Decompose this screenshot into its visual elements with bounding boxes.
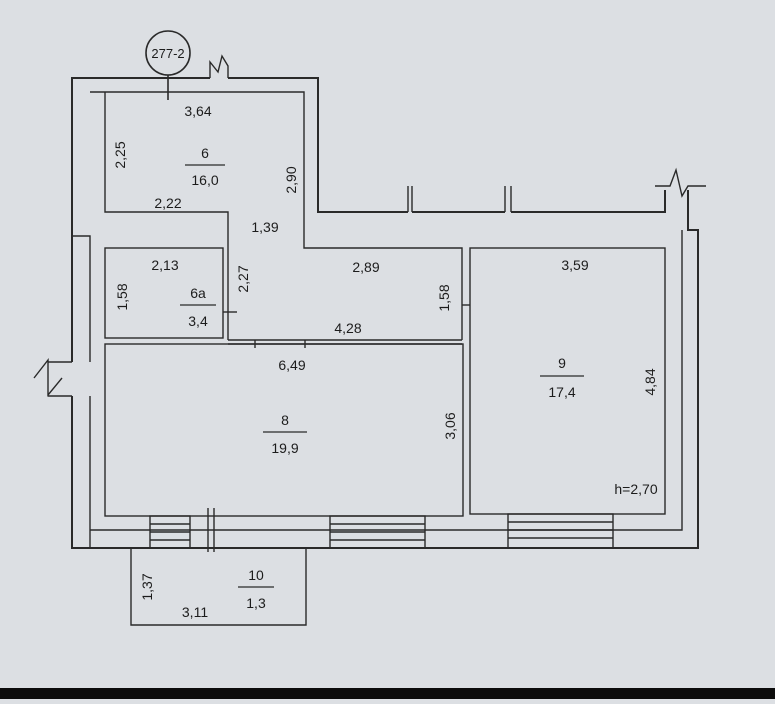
dim-r6-left: 2,25: [112, 141, 128, 168]
windows: [149, 508, 614, 552]
bottom-edge: [0, 688, 775, 699]
dim-r6a-top: 2,13: [151, 257, 178, 273]
dim-r6-bottom: 2,22: [154, 195, 181, 211]
room-6-area: 16,0: [191, 172, 218, 188]
dim-r10-bottom: 3,11: [182, 604, 208, 620]
ceiling-height: h=2,70: [614, 481, 657, 497]
dim-r6-right: 2,90: [283, 166, 299, 193]
dim-hall-height: 2,27: [235, 265, 251, 292]
room-6: [104, 92, 463, 340]
room-6a: [104, 247, 237, 339]
dim-r10-left: 1,37: [139, 573, 155, 600]
room-10: [130, 548, 307, 626]
room-6a-area: 3,4: [188, 313, 208, 329]
dim-r6-top: 3,64: [184, 103, 211, 119]
room-labels: 6 16,0 6a 3,4 8 19,9 9 17,4 10 1,3: [180, 145, 584, 611]
dim-r8-top: 6,49: [278, 357, 305, 373]
room-10-number: 10: [248, 567, 264, 583]
room-8-area: 19,9: [271, 440, 298, 456]
dim-r6a-left: 1,58: [114, 283, 130, 310]
dim-corridor-right: 1,58: [436, 284, 452, 311]
marker-label: 277-2: [151, 46, 184, 61]
room-9-number: 9: [558, 355, 566, 371]
room-6a-number: 6a: [190, 285, 206, 301]
room-9-area: 17,4: [548, 384, 575, 400]
dim-corridor-top: 2,89: [352, 259, 379, 275]
outer-walls: [33, 54, 706, 549]
dim-corridor-bottom: 4,28: [334, 320, 361, 336]
room-8: [104, 340, 464, 517]
dim-r9-right: 4,84: [642, 368, 658, 395]
plan-marker: 277-2: [145, 30, 191, 100]
dim-hall-width: 1,39: [251, 219, 278, 235]
dim-r8-right: 3,06: [442, 412, 458, 439]
dim-r9-top: 3,59: [561, 257, 588, 273]
room-10-area: 1,3: [246, 595, 266, 611]
room-6-number: 6: [201, 145, 209, 161]
dimension-labels: 3,64 2,25 2,22 2,90 1,39 2,27 2,13 1,58 …: [112, 103, 658, 620]
room-8-number: 8: [281, 412, 289, 428]
